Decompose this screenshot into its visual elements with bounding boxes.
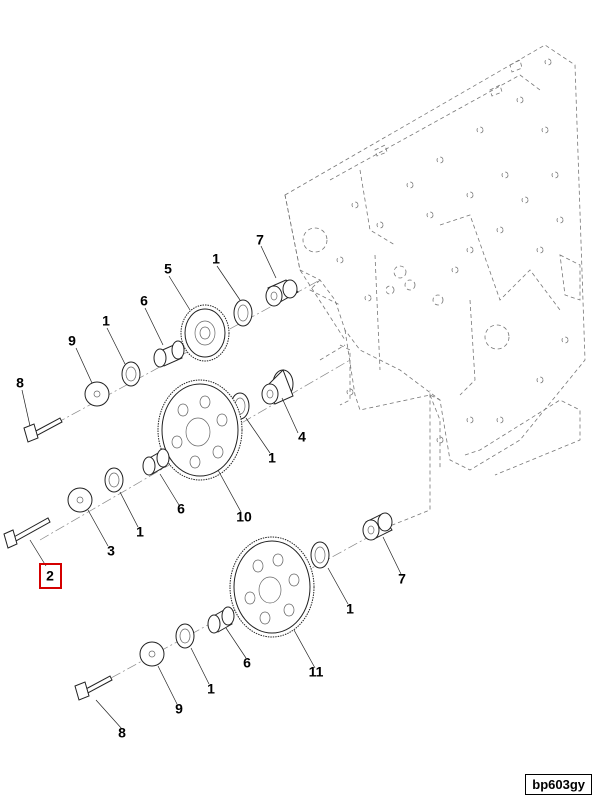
callout-2-selected[interactable]: 2	[46, 568, 54, 584]
sleeve-upper	[153, 340, 185, 368]
callout-1[interactable]: 1	[207, 681, 215, 697]
flat-washer-lower	[139, 641, 165, 667]
callout-8[interactable]: 8	[16, 375, 24, 391]
assembly-axis-lines	[39, 279, 431, 696]
bolt-middle	[3, 517, 51, 549]
washer-lower-small	[175, 623, 195, 649]
leader-lines	[21, 245, 402, 730]
callout-7[interactable]: 7	[256, 232, 264, 248]
selected-callout-highlight	[39, 563, 62, 589]
callout-8[interactable]: 8	[118, 725, 126, 741]
bolt-lower	[74, 675, 113, 701]
callout-1[interactable]: 1	[136, 524, 144, 540]
sleeve-lower	[207, 606, 235, 634]
bushing-upper	[265, 279, 299, 307]
thrust-washer-upper	[233, 299, 253, 327]
washer-middle-small	[104, 467, 124, 493]
gear-large	[157, 379, 243, 481]
callout-6[interactable]: 6	[140, 293, 148, 309]
callout-1[interactable]: 1	[268, 450, 276, 466]
thrust-washer-lower	[310, 541, 330, 569]
flat-washer-upper	[84, 381, 110, 407]
callout-5[interactable]: 5	[164, 261, 172, 277]
callout-1[interactable]: 1	[102, 313, 110, 329]
figure-code-label: bp603gy	[525, 774, 592, 795]
washer-upper-small	[121, 361, 141, 387]
gear-upper	[180, 304, 230, 362]
callout-4[interactable]: 4	[298, 429, 306, 445]
hub-flange	[261, 369, 294, 405]
callout-1[interactable]: 1	[346, 601, 354, 617]
callouts: 5 1 7 6 9 1 8 1 4 10 6 1 3 2 7 1 6 11 1 …	[16, 232, 406, 741]
callout-6[interactable]: 6	[243, 655, 251, 671]
callout-10[interactable]: 10	[236, 509, 252, 525]
bolt-upper	[23, 417, 63, 443]
flat-washer-middle	[67, 487, 93, 513]
bushing-lower	[362, 512, 393, 541]
callout-1[interactable]: 1	[212, 251, 220, 267]
callout-9[interactable]: 9	[175, 701, 183, 717]
callout-9[interactable]: 9	[68, 333, 76, 349]
engine-block-outline	[284, 44, 586, 476]
callout-3[interactable]: 3	[107, 543, 115, 559]
callout-6[interactable]: 6	[177, 501, 185, 517]
callout-11[interactable]: 11	[309, 664, 324, 680]
sleeve-middle	[142, 448, 170, 476]
callout-7[interactable]: 7	[398, 571, 406, 587]
gear-lower	[229, 536, 315, 638]
